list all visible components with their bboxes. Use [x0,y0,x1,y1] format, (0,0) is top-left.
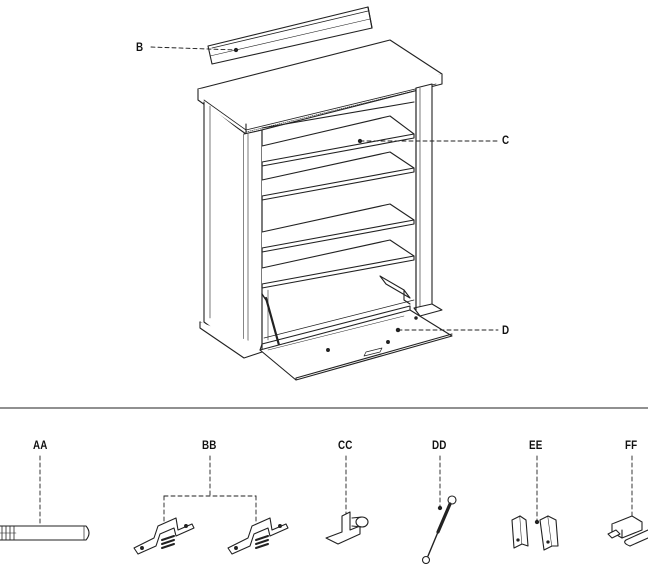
hardware-ee-label: EE [529,438,543,452]
callout-b-label: B [136,40,144,54]
callout-c-label: C [502,133,510,147]
hardware-cc-label: CC [338,438,353,452]
cabinet [197,39,453,381]
hardware-dd-icon [421,455,457,565]
hardware-aa-label: AA [33,438,48,452]
hardware-bb-icon [133,455,289,555]
hardware-dd-label: DD [432,438,447,452]
hardware-bb-label: BB [202,438,217,452]
hardware-aa-icon [0,455,90,541]
callout-d-label: D [502,323,510,337]
callout-b-leader [150,46,239,53]
callout-d-leader [395,327,499,333]
hardware-cc-icon [325,455,369,545]
hardware-ff-icon [607,455,648,547]
callout-c-leader [357,138,499,144]
hardware-ee-icon [511,455,559,551]
hardware-ff-label: FF [625,438,638,452]
